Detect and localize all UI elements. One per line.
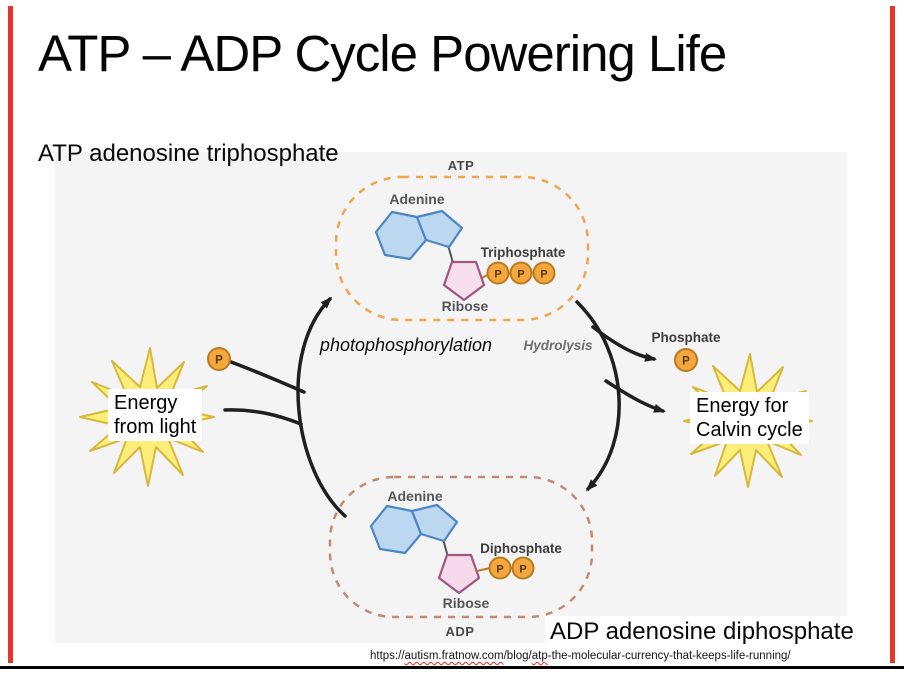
arrow-phosphate-input (229, 360, 306, 394)
phosphate-circle (511, 556, 535, 580)
url-domain: autism.fratnow.com (404, 650, 504, 662)
arrow-phosphate-output (591, 325, 657, 362)
adp-ribose-label: Ribose (442, 595, 490, 611)
atp-triphosphate-label: Triphosphate (480, 245, 566, 260)
arrow-atp-to-adp (575, 300, 621, 492)
released-phosphate-circle (674, 348, 698, 372)
atp-ribose-pentagon (442, 260, 486, 302)
input-phosphate-circle (207, 347, 231, 371)
arrow-adp-to-atp (296, 296, 347, 518)
phosphate-symbol: P (494, 269, 501, 281)
phosphate-symbol: P (540, 269, 547, 281)
bottom-border-line (0, 666, 904, 669)
phosphate-symbol: P (517, 269, 524, 281)
atp-group-label: ATP (447, 158, 475, 173)
url-word: atp (531, 650, 548, 662)
atp-molecule: P P P (374, 209, 556, 302)
energy-output-line1: Energy for (696, 395, 789, 417)
energy-output-line2: Calvin cycle (696, 419, 803, 441)
adp-dashed-ring (328, 475, 594, 619)
phosphate-circle (488, 556, 512, 580)
photophosphorylation-label: photophosphorylation (319, 335, 493, 355)
energy-for-calvin-label: Energy for Calvin cycle (690, 392, 809, 444)
atp-adenine-label: Adenine (389, 191, 445, 207)
atp-dashed-ring (334, 175, 590, 322)
left-edge-red-bar (8, 6, 13, 663)
phosphate-circle (509, 261, 533, 285)
adp-diphosphate-label: Diphosphate (480, 541, 562, 556)
adp-adenine-label: Adenine (387, 488, 443, 504)
adp-molecule: P P (369, 503, 535, 595)
phosphate-symbol: P (215, 355, 223, 367)
hydrolysis-label: Hydrolysis (523, 338, 593, 353)
energy-input-line1: Energy (114, 392, 178, 414)
slide-title: ATP – ADP Cycle Powering Life (38, 25, 727, 82)
phosphate-circle (532, 261, 556, 285)
right-edge-red-bar (890, 6, 895, 663)
atp-adenine-pentagon (415, 209, 464, 249)
phosphate-symbol: P (496, 564, 503, 576)
phosphate-circle (486, 261, 510, 285)
adp-ribose-pentagon (437, 553, 481, 595)
phosphate-symbol: P (519, 564, 526, 576)
energy-input-line2: from light (114, 416, 197, 438)
arrow-energy-output (604, 379, 666, 413)
arrow-energy-input (223, 408, 303, 426)
phosphate-label: Phosphate (651, 330, 721, 345)
url-path-rest: -the-molecular-currency-that-keeps-life-… (547, 650, 791, 662)
phosphate-symbol: P (682, 356, 690, 368)
atp-caption: ATP adenosine triphosphate (38, 140, 339, 167)
adp-caption: ADP adenosine diphosphate (545, 616, 859, 648)
energy-from-light-label: Energy from light (108, 389, 203, 441)
adp-adenine-pentagon (410, 503, 459, 543)
adp-group-label: ADP (445, 624, 475, 639)
url-scheme: https:// (370, 650, 405, 662)
atp-ribose-label: Ribose (441, 298, 489, 314)
url-path-mid: /blog/ (503, 650, 532, 662)
source-url[interactable]: https://autism.fratnow.com/blog/atp-the-… (370, 650, 791, 662)
